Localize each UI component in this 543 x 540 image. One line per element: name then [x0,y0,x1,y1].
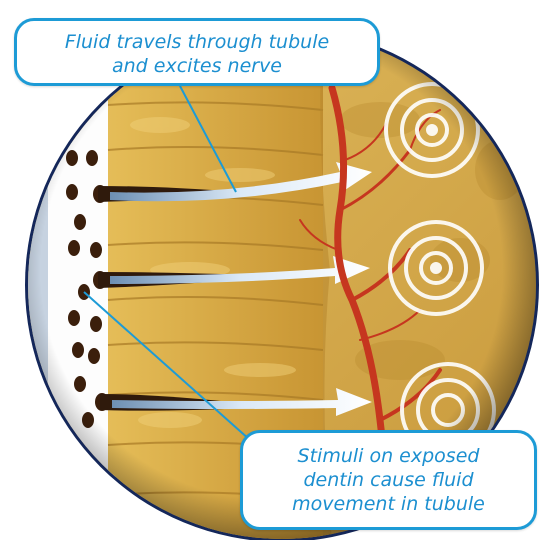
callout-top-line-2: and excites nerve [17,54,377,78]
callout-bottom-line-3: movement in tubule [243,492,534,516]
callout-bottom-line-1: Stimuli on exposed [243,444,534,468]
callout-stimuli: Stimuli on exposed dentin cause fluid mo… [240,430,537,530]
callout-top-line-1: Fluid travels through tubule [17,30,377,54]
callout-fluid-travels: Fluid travels through tubule and excites… [14,18,380,86]
callout-bottom-line-2: dentin cause fluid [243,468,534,492]
